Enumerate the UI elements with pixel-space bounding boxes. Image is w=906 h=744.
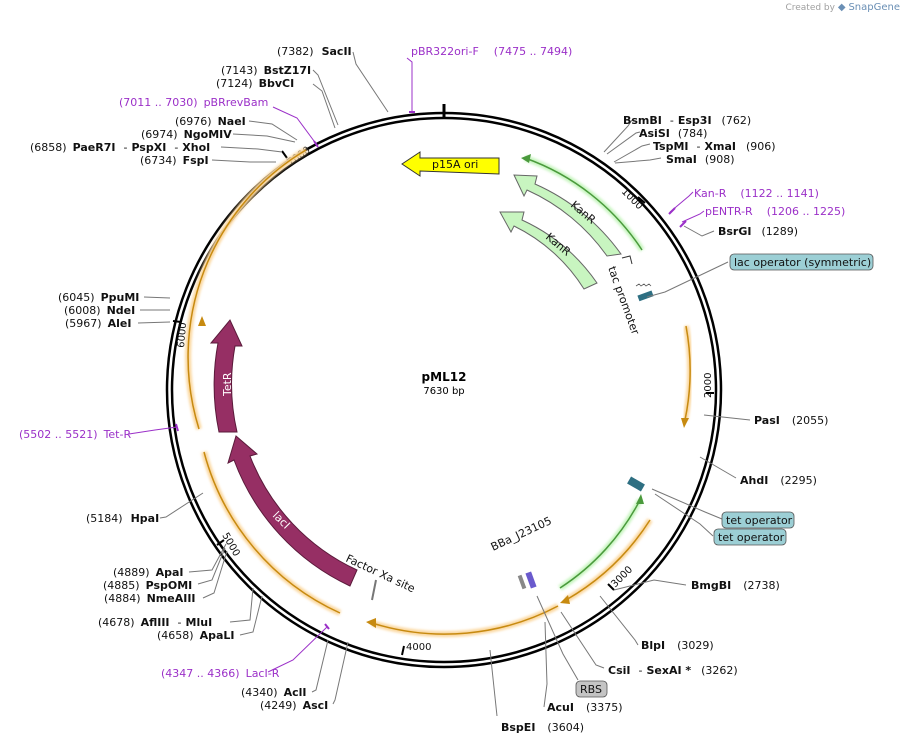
site-bsmbi-esp3i: BsmBI-Esp3I(762) <box>623 114 751 127</box>
site-nmeaiii: (4884)NmeAIII <box>104 592 196 605</box>
boxed-labels[interactable]: lac operator (symmetric) tet operator te… <box>575 253 874 698</box>
orf-laci-region <box>201 451 342 616</box>
site-csii-sexai: CsiI-SexAI *(3262) <box>608 664 738 677</box>
primer-labels[interactable]: pBR322ori-F(7475 .. 7494) (7011 .. 7030)… <box>19 45 845 680</box>
feature-bba-j23105[interactable]: BBa_J23105 <box>489 514 554 590</box>
site-paer7i-pspxi-xhoi: (6858)PaeR7I-PspXI-XhoI <box>30 141 210 154</box>
orf-right-region <box>681 325 694 428</box>
primer-kan-r: Kan-R(1122 .. 1141) <box>694 187 819 200</box>
primer-tet-r: (5502 .. 5521)Tet-R <box>19 428 131 441</box>
site-pasi: PasI(2055) <box>754 414 828 427</box>
site-bmgbi: BmgBI(2738) <box>691 579 780 592</box>
feature-laci[interactable]: lacI <box>227 435 358 587</box>
credit-prefix: Created by <box>785 3 835 13</box>
svg-text:tet operator: tet operator <box>718 531 785 544</box>
site-tspmi-xmai: TspMI-XmaI(906) <box>653 140 776 153</box>
feature-tac-promoter[interactable]: tac promoter <box>605 255 642 337</box>
tick-label-2000: 2000 <box>703 373 714 398</box>
bba-mark <box>525 571 537 589</box>
orf-lower-right-region <box>560 518 653 604</box>
site-alei: (5967)AleI <box>65 317 131 330</box>
snapgene-logo-icon: ◆ <box>837 2 846 13</box>
feature-label-tac-promoter: tac promoter <box>605 265 642 337</box>
site-apali: (4658)ApaLI <box>157 629 235 642</box>
orf-kan-region <box>521 154 645 252</box>
enzyme-labels[interactable]: (7382)SacII (7143)BstZ17I (7124)BbvCI (6… <box>30 45 828 734</box>
plasmid-size: 7630 bp <box>423 386 464 397</box>
feature-label-tetr: TetR <box>221 372 234 397</box>
primer-pbr322ori-f: pBR322ori-F(7475 .. 7494) <box>411 45 572 58</box>
site-fspi: (6734)FspI <box>140 154 209 167</box>
site-acui: AcuI(3375) <box>547 701 623 714</box>
feature-label-bba-j23105: BBa_J23105 <box>489 514 554 553</box>
feature-tetr[interactable]: TetR <box>209 319 243 433</box>
site-leaders <box>137 51 751 717</box>
box-lac-operator: lac operator (symmetric) <box>729 253 874 271</box>
site-ndei: (6008)NdeI <box>64 304 135 317</box>
site-acli: (4340)AclI <box>241 686 306 699</box>
orf-tetr-region <box>185 147 308 430</box>
primer-pbrrevbam: (7011 .. 7030)pBRrevBam <box>119 96 268 109</box>
site-sacii: (7382)SacII <box>277 45 352 58</box>
tick-marks <box>172 150 714 656</box>
primer-laci-r: (4347 .. 4366)LacI-R <box>161 667 280 680</box>
primer-pentr-r: pENTR-R(1206 .. 1225) <box>705 205 845 218</box>
svg-text:tet operator: tet operator <box>726 514 793 527</box>
site-ahdi: AhdI(2295) <box>740 474 817 487</box>
site-asisi: AsiSI(784) <box>639 127 707 140</box>
site-pspomi: (4885)PspOMI <box>103 579 192 592</box>
tick-label-4000: 4000 <box>406 642 431 653</box>
site-smai: SmaI(908) <box>666 153 735 166</box>
box-tet-operator-1: tet operator <box>721 511 795 529</box>
credit-brand: SnapGene <box>848 2 900 13</box>
box-rbs: RBS <box>575 680 608 698</box>
svg-text:RBS: RBS <box>580 683 602 696</box>
site-afliii-mlui: (4678)AflIII-MluI <box>98 616 212 629</box>
site-hpai: (5184)HpaI <box>86 512 159 525</box>
factor-xa-mark <box>371 579 377 601</box>
snapgene-credit: Created by ◆ SnapGene <box>785 2 900 13</box>
site-ngomiv: (6974)NgoMIV <box>141 128 232 141</box>
lac-operator-mark <box>637 290 654 302</box>
plasmid-name: pML12 <box>422 370 467 384</box>
orf-arcs <box>185 147 694 638</box>
lac-operator-squiggle <box>635 283 652 287</box>
rbs-mark <box>517 574 527 590</box>
site-bstz17i: (7143)BstZ17I <box>221 64 311 77</box>
tick-labels: 1000 2000 3000 4000 5000 6000 7000 <box>176 145 714 653</box>
feature-label-p15a-ori: p15A ori <box>432 158 478 171</box>
box-tet-operator-2: tet operator <box>713 528 787 546</box>
site-bsrgi: BsrGI(1289) <box>718 225 798 238</box>
orf-bottom-region <box>366 603 560 638</box>
feature-p15a-ori[interactable]: p15A ori <box>401 151 500 177</box>
site-naei: (6976)NaeI <box>175 115 246 128</box>
site-bbvci: (7124)BbvCI <box>216 77 294 90</box>
orf-green-region <box>558 494 644 591</box>
primer-leaders <box>128 57 705 673</box>
tet-operator-mark <box>627 476 645 492</box>
svg-text:lac operator (symmetric): lac operator (symmetric) <box>734 256 871 269</box>
site-blpi: BlpI(3029) <box>641 639 714 652</box>
site-apai: (4889)ApaI <box>113 566 183 579</box>
feature-operators <box>627 283 654 492</box>
site-bspei: BspEI(3604) <box>501 721 584 734</box>
site-ppumi: (6045)PpuMI <box>58 291 139 304</box>
tick-label-1000: 1000 <box>619 186 645 212</box>
site-asci: (4249)AscI <box>260 699 328 712</box>
